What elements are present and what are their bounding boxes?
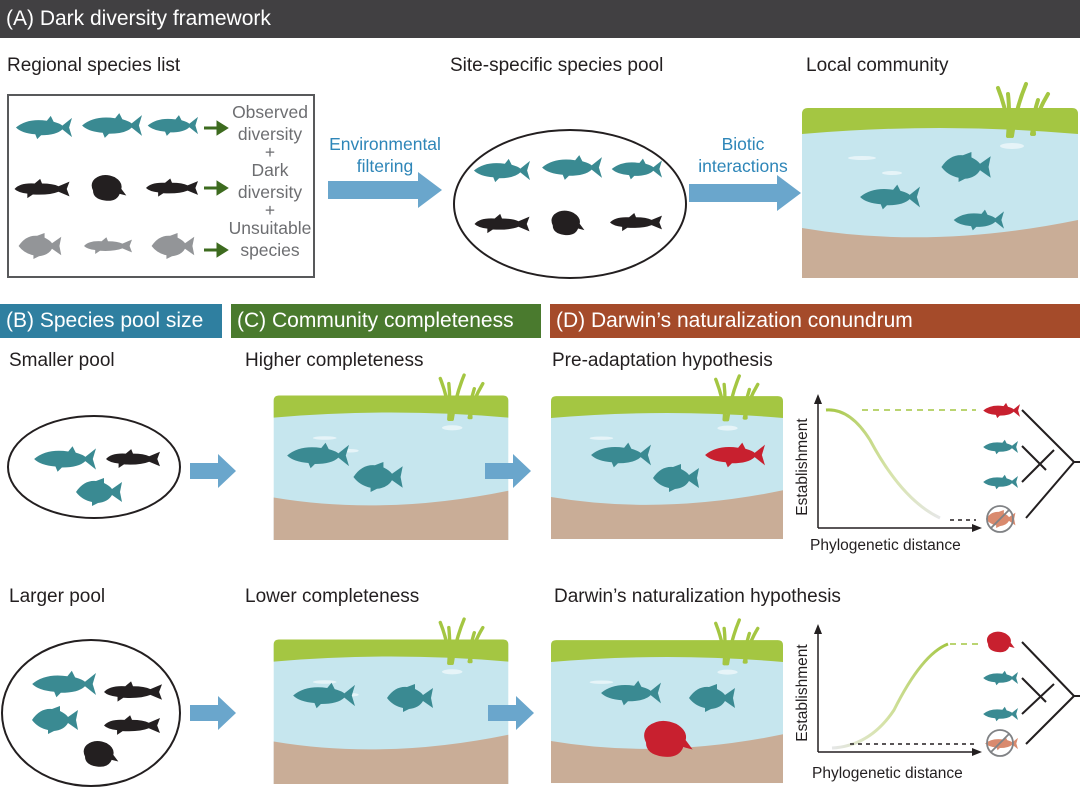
arrow-c1-to-d1 xyxy=(485,454,531,488)
biotic-interactions-arrow xyxy=(689,175,801,211)
panel-a-title-bar: (A) Dark diversity framework xyxy=(0,0,1080,38)
local-community-pond xyxy=(802,82,1078,278)
observed-text-2: diversity xyxy=(237,124,303,144)
smaller-pool-ellipse xyxy=(7,415,181,519)
darwin-naturalization-plot xyxy=(814,624,1080,757)
observed-teal-fish xyxy=(15,113,198,140)
pre-adaptation-plot xyxy=(814,394,1080,533)
biotic-text-1: Biotic xyxy=(721,134,765,154)
darwin-naturalization-pond xyxy=(551,618,783,784)
larger-pool-ellipse xyxy=(1,639,181,787)
regional-species-list-label: Regional species list xyxy=(7,55,181,76)
environmental-filtering-label: Environmental filtering xyxy=(318,133,452,177)
pre-adaptation-plot-xlabel: Phylogenetic distance xyxy=(810,537,961,554)
dark-diversity-fish xyxy=(14,175,198,201)
site-species-pool-label: Site-specific species pool xyxy=(450,55,664,76)
regional-species-fish xyxy=(14,113,229,259)
panel-d-title: (D) Darwin’s naturalization conundrum xyxy=(556,309,913,332)
biotic-text-2: interactions xyxy=(698,156,788,176)
env-text-1: Environmental xyxy=(329,134,441,154)
lower-completeness-label: Lower completeness xyxy=(245,586,420,607)
category-text-stack: Observed diversity + Dark diversity + Un… xyxy=(226,101,314,261)
panel-d-title-bar: (D) Darwin’s naturalization conundrum xyxy=(550,304,1080,338)
pre-adaptation-label: Pre-adaptation hypothesis xyxy=(552,350,773,371)
environmental-filtering-arrow xyxy=(328,172,442,208)
regional-species-box xyxy=(7,94,315,278)
arrow-b2-to-c2 xyxy=(190,696,236,730)
smaller-pool-label: Smaller pool xyxy=(9,350,115,371)
unsuitable-text-2: species xyxy=(240,240,300,260)
panel-c-title: (C) Community completeness xyxy=(237,309,514,332)
env-text-2: filtering xyxy=(356,156,414,176)
panel-c-title-bar: (C) Community completeness xyxy=(231,304,541,338)
biotic-interactions-label: Biotic interactions xyxy=(688,133,798,177)
darwin-plot-xlabel: Phylogenetic distance xyxy=(812,765,963,782)
arrow-c2-to-d2 xyxy=(488,696,534,730)
local-community-label: Local community xyxy=(806,55,949,76)
site-species-pool xyxy=(453,129,687,279)
observed-text-1: Observed xyxy=(232,102,308,122)
pre-adaptation-pond xyxy=(551,374,783,540)
panel-b-title: (B) Species pool size xyxy=(6,309,204,332)
category-arrows xyxy=(204,120,229,258)
unsuitable-text-1: Unsuitable xyxy=(228,218,312,238)
dark-text-2: diversity xyxy=(237,182,303,202)
higher-completeness-label: Higher completeness xyxy=(245,350,424,371)
panel-b-title-bar: (B) Species pool size xyxy=(0,304,222,338)
darwin-plot-ylabel: Establishment xyxy=(794,644,811,742)
larger-pool-label: Larger pool xyxy=(9,586,106,607)
arrow-b1-to-c1 xyxy=(190,454,236,488)
unsuitable-gray-fish xyxy=(18,233,195,259)
panel-a-title: (A) Dark diversity framework xyxy=(6,7,271,30)
darwin-naturalization-label: Darwin’s naturalization hypothesis xyxy=(554,586,841,607)
dark-text-1: Dark xyxy=(251,160,289,180)
plus-sign-1: + xyxy=(264,142,276,162)
pre-adaptation-plot-ylabel: Establishment xyxy=(794,418,811,516)
plus-sign-2: + xyxy=(264,200,276,220)
